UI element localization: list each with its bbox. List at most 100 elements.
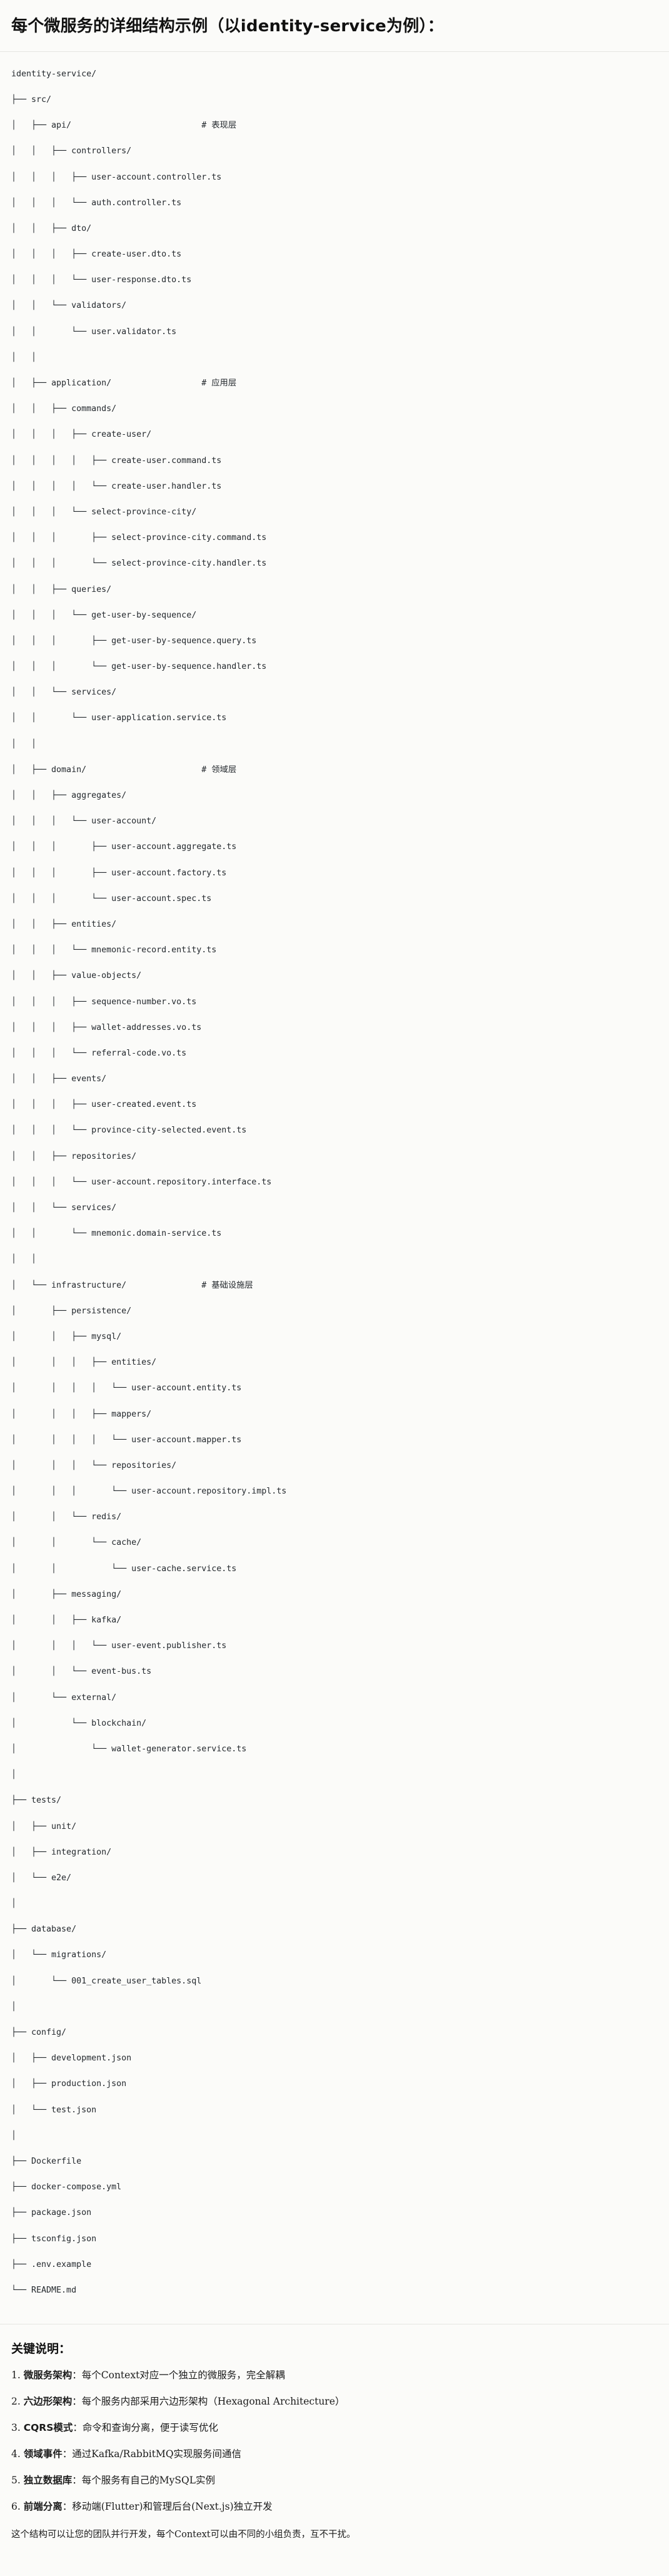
tree-line: │ │ │ ├── user-account.controller.ts	[11, 172, 222, 182]
tree-line: │	[11, 2002, 17, 2012]
tree-line: ├── database/	[11, 1925, 77, 1935]
key-note-separator: ：	[62, 2448, 73, 2460]
key-note-item: 5. 独立数据库：每个服务有自己的MySQL实例	[11, 2473, 658, 2488]
tree-line: │ │ └── services/	[11, 688, 117, 698]
tree-line: │ │	[11, 739, 37, 749]
key-note-index: 5.	[11, 2475, 24, 2487]
tree-line: │ │ │ ├── user-created.event.ts	[11, 1100, 197, 1110]
tree-line: │ │ │ └── province-city-selected.event.t…	[11, 1126, 247, 1136]
tree-line: │ │ └── cache/	[11, 1538, 142, 1548]
tree-line: └── README.md	[11, 2285, 77, 2295]
key-note-text: 每个Context对应一个独立的微服务，完全解耦	[81, 2370, 285, 2381]
tree-line: │ └── e2e/	[11, 1873, 72, 1883]
tree-line: ├── src/	[11, 94, 52, 104]
tree-line: │ │ │ └── get-user-by-sequence/	[11, 610, 197, 620]
tree-line: │ │ │ ├── entities/	[11, 1358, 157, 1368]
tree-line: │ │ │ │ └── user-account.entity.ts	[11, 1383, 242, 1393]
tree-line: │ │ ├── queries/	[11, 584, 112, 594]
key-note-label: 六边形架构	[23, 2396, 73, 2408]
key-note-text: 命令和查询分离，便于读写优化	[82, 2422, 218, 2434]
key-note-text: 移动端(Flutter)和管理后台(Next.js)独立开发	[72, 2501, 273, 2513]
key-note-index: 1.	[11, 2370, 24, 2381]
tree-line: ├── package.json	[11, 2208, 92, 2218]
tree-line: │ │ └── services/	[11, 1203, 117, 1213]
tree-line: │ │ │ │ ├── create-user.command.ts	[11, 456, 222, 466]
tree-line: │ │ │ └── select-province-city.handler.t…	[11, 559, 267, 569]
tree-line: │ │ │ └── user-event.publisher.ts	[11, 1641, 227, 1651]
tree-line: │ ├── production.json	[11, 2079, 127, 2089]
tree-line: │ │ │ ├── create-user.dto.ts	[11, 250, 182, 260]
key-note-index: 3.	[11, 2422, 24, 2434]
tree-line: │ │ │ ├── sequence-number.vo.ts	[11, 997, 197, 1007]
tree-line: │ │ │ └── user-response.dto.ts	[11, 275, 192, 285]
tree-line: │ │ └── user.validator.ts	[11, 327, 177, 337]
tree-line: │ │ │ └── user-account.repository.interf…	[11, 1177, 272, 1187]
tree-line: │ │ ├── commands/	[11, 404, 117, 414]
key-note-item: 4. 领域事件：通过Kafka/RabbitMQ实现服务间通信	[11, 2446, 658, 2461]
tree-line: │ │ │ ├── mappers/	[11, 1409, 152, 1419]
key-note-label: CQRS模式	[23, 2422, 73, 2434]
key-note-index: 4.	[11, 2448, 24, 2460]
tree-line: │ │ └── event-bus.ts	[11, 1667, 152, 1677]
tree-line: │ │ │ └── auth.controller.ts	[11, 198, 182, 208]
key-note-label: 独立数据库	[23, 2475, 73, 2487]
tree-line: │ │ └── validators/	[11, 301, 127, 311]
tree-line: ├── tsconfig.json	[11, 2234, 97, 2244]
tree-line: │ │ │ └── referral-code.vo.ts	[11, 1048, 187, 1058]
key-note-label: 微服务架构	[23, 2370, 73, 2381]
tree-line: │ │ ├── aggregates/	[11, 791, 127, 801]
key-note-item: 3. CQRS模式：命令和查询分离，便于读写优化	[11, 2420, 658, 2435]
tree-line: │ ├── development.json	[11, 2054, 132, 2064]
tree-line: ├── docker-compose.yml	[11, 2182, 122, 2192]
tree-line: │ │ │ │ └── create-user.handler.ts	[11, 481, 222, 491]
tree-line: │ └── migrations/	[11, 1950, 107, 1960]
key-notes-title: 关键说明：	[11, 2342, 71, 2356]
key-note-item: 6. 前端分离：移动端(Flutter)和管理后台(Next.js)独立开发	[11, 2499, 658, 2514]
tree-layer-comment: # 应用层	[201, 379, 237, 389]
tree-line: │ │ ├── controllers/	[11, 146, 132, 156]
section-header: 每个微服务的详细结构示例（以identity-service为例）：	[0, 0, 669, 52]
key-note-index: 6.	[11, 2501, 24, 2513]
tree-line: │ └── 001_create_user_tables.sql	[11, 1976, 202, 1986]
tree-line: │ ├── domain/ # 领域层	[11, 765, 237, 775]
key-note-text: 每个服务有自己的MySQL实例	[81, 2475, 215, 2487]
key-note-label: 前端分离	[23, 2501, 63, 2513]
key-note-text: 每个服务内部采用六边形架构（Hexagonal Architecture）	[81, 2396, 345, 2408]
key-note-index: 2.	[11, 2396, 24, 2408]
tree-line: │ └── test.json	[11, 2105, 97, 2115]
key-note-item: 2. 六边形架构：每个服务内部采用六边形架构（Hexagonal Archite…	[11, 2394, 658, 2409]
tree-line: │ │ │ ├── user-account.aggregate.ts	[11, 842, 237, 852]
tree-line: │ │ └── redis/	[11, 1512, 122, 1522]
tree-line: │ │ │ ├── user-account.factory.ts	[11, 868, 227, 878]
key-note-separator: ：	[73, 2422, 83, 2434]
tree-line: │ │ │ ├── create-user/	[11, 430, 152, 440]
tree-line: │ │ ├── kafka/	[11, 1616, 122, 1626]
tree-line: │ │ │ └── select-province-city/	[11, 507, 197, 517]
tree-line: │ │ └── mnemonic.domain-service.ts	[11, 1229, 222, 1239]
tree-layer-comment: # 领域层	[201, 765, 237, 775]
key-note-item: 1. 微服务架构：每个Context对应一个独立的微服务，完全解耦	[11, 2368, 658, 2383]
directory-tree-block: identity-service/ ├── src/ │ ├── api/ # …	[0, 51, 669, 2325]
tree-layer-comment: # 基础设施层	[201, 1280, 253, 1290]
tree-line: │ └── blockchain/	[11, 1718, 147, 1728]
tree-line: │ │ │ ├── get-user-by-sequence.query.ts	[11, 636, 257, 646]
page-title: 每个微服务的详细结构示例（以identity-service为例）：	[11, 17, 444, 36]
tree-line: │ │ │ │ └── user-account.mapper.ts	[11, 1435, 242, 1445]
tree-line: │ │ └── user-application.service.ts	[11, 713, 227, 723]
tree-line: │ │ ├── entities/	[11, 919, 117, 929]
tree-line: ├── config/	[11, 2028, 67, 2038]
tree-line: │ │ │ └── user-account.spec.ts	[11, 893, 212, 904]
tree-line: │ │ │ └── get-user-by-sequence.handler.t…	[11, 662, 267, 672]
tree-line: │ ├── unit/	[11, 1821, 77, 1831]
closing-paragraph: 这个结构可以让您的团队并行开发，每个Context可以由不同的小组负责，互不干扰…	[11, 2530, 356, 2540]
tree-line: │	[11, 1899, 17, 1909]
tree-line: │ │ ├── repositories/	[11, 1151, 137, 1161]
key-note-separator: ：	[62, 2501, 73, 2513]
tree-line: │ │ ├── mysql/	[11, 1331, 122, 1341]
tree-line: │ ├── api/ # 表现层	[11, 121, 237, 131]
tree-line: │ ├── persistence/	[11, 1306, 132, 1316]
tree-line: │ │ │ └── mnemonic-record.entity.ts	[11, 945, 217, 955]
